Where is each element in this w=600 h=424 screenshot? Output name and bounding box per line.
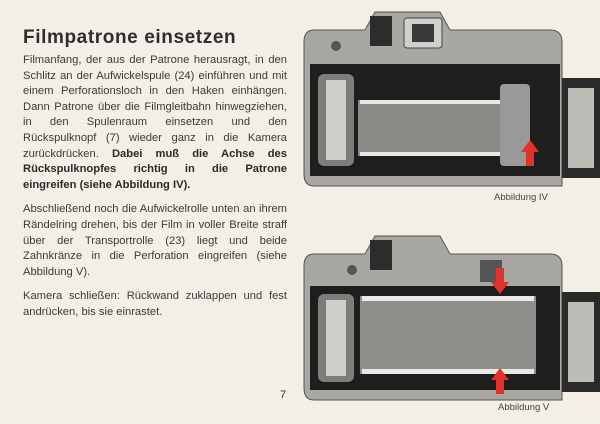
paragraph-wind-film: Abschließend noch die Aufwickelrolle unt… <box>23 203 287 278</box>
paragraph-insert-film: Filmanfang, der aus der Patrone herausra… <box>23 53 287 193</box>
paragraph-bold-text: Dabei muß die Achse des Rückspulknopfes … <box>23 147 287 191</box>
page-title: Filmpatrone einsetzen <box>23 27 237 48</box>
body-text: Filmanfang, der aus der Patrone herausra… <box>23 53 287 330</box>
figure-iv-camera-illustration <box>303 11 600 187</box>
paragraph-close-camera: Kamera schließen: Rückwand zuklappen und… <box>23 290 287 318</box>
figure-v-camera-illustration <box>303 235 600 401</box>
page-number: 7 <box>280 389 287 401</box>
figure-iv-caption: Abbildung IV <box>494 192 548 203</box>
paragraph-text: Filmanfang, der aus der Patrone herausra… <box>23 54 287 160</box>
figure-v-caption: Abbildung V <box>498 402 550 413</box>
